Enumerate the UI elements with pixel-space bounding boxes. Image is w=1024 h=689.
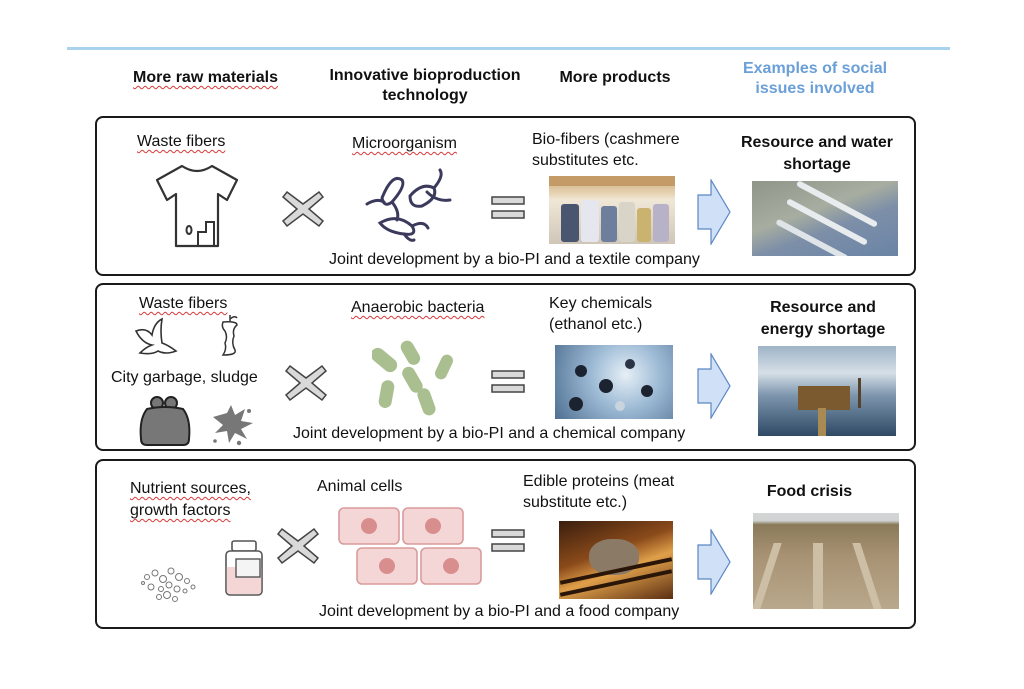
product-label-text: Key chemicals (ethanol etc.): [549, 295, 653, 333]
molecules-photo: [555, 345, 673, 419]
input-label: Waste fibers: [139, 293, 227, 314]
grilled-meat-photo: [559, 521, 673, 599]
tech-label: Anaerobic bacteria: [351, 297, 484, 318]
product-label: Bio-fibers (cashmere substitutes etc.: [532, 129, 702, 171]
tech-label-text: Animal cells: [317, 478, 403, 495]
multiply-icon: [281, 190, 325, 228]
multiply-icon: [284, 364, 328, 402]
input-label-text: Nutrient sources, growth factors: [130, 480, 251, 519]
arrow-right-icon: [697, 529, 731, 595]
input-label-secondary-text: City garbage, sludge: [111, 369, 258, 386]
t-shirt-icon: [155, 164, 239, 248]
input-label-text: Waste fibers: [137, 133, 226, 150]
product-label: Key chemicals (ethanol etc.): [549, 293, 689, 335]
storage-tanks-photo: [752, 181, 898, 256]
apple-core-icon: [221, 315, 238, 356]
oil-platform-photo: [758, 346, 896, 436]
issue-label-text: Resource and water shortage: [740, 134, 894, 173]
header-technology: Innovative bioproduction technology: [312, 66, 538, 106]
sludge-splat-icon: [213, 405, 253, 446]
header-products: More products: [545, 68, 685, 88]
joint-development-text: Joint development by a bio-PI and a text…: [329, 251, 700, 269]
arrow-right-icon: [697, 353, 731, 419]
input-label: Nutrient sources, growth factors: [130, 478, 280, 522]
joint-development-label: Joint development by a bio-PI and a chem…: [293, 425, 686, 442]
arrow-right-icon: [697, 179, 731, 245]
medium-bottle-icon: [225, 540, 263, 596]
row-chemical: Waste fibers City garbage, sludge Anaero…: [95, 283, 916, 451]
input-label: Waste fibers: [137, 131, 225, 152]
issue-label: Food crisis: [747, 481, 872, 503]
dry-field-photo: [753, 513, 899, 609]
tech-label-text: Anaerobic bacteria: [351, 299, 485, 316]
row-food: Nutrient sources, growth factors Animal …: [95, 459, 916, 629]
joint-development-text: Joint development by a bio-PI and a chem…: [293, 425, 685, 443]
header-technology-text: Innovative bioproduction technology: [329, 67, 521, 104]
microorganism-icon: [365, 168, 452, 242]
product-label-text: Bio-fibers (cashmere substitutes etc.: [532, 131, 680, 169]
product-label-text: Edible proteins (meat substitute etc.): [523, 473, 675, 511]
multiply-icon: [276, 527, 320, 565]
equals-icon: [491, 529, 525, 552]
bubbles-icon: [141, 567, 196, 602]
bacteria-icon: [372, 340, 453, 416]
issue-label-text: Resource and energy shortage: [760, 299, 886, 338]
header-raw-materials: More raw materials: [118, 68, 293, 88]
banana-peel-icon: [134, 317, 178, 355]
header-social-issues-text: Examples of social issues involved: [742, 60, 888, 97]
row-textile: Waste fibers Microorganism Bio-fibers (c…: [95, 116, 916, 276]
input-label-text: Waste fibers: [139, 295, 228, 312]
tech-label-text: Microorganism: [352, 135, 457, 152]
garbage-bag-icon: [139, 396, 191, 446]
header-social-issues: Examples of social issues involved: [725, 59, 905, 99]
header-raw-materials-text: More raw materials: [133, 69, 278, 86]
equals-icon: [491, 370, 525, 393]
animal-cells-icon: [338, 507, 482, 585]
joint-development-label: Joint development by a bio-PI and a food…: [319, 603, 680, 620]
header-products-text: More products: [559, 69, 671, 86]
tech-label: Microorganism: [352, 133, 457, 154]
product-label: Edible proteins (meat substitute etc.): [523, 471, 703, 513]
joint-development-text: Joint development by a bio-PI and a food…: [319, 603, 679, 621]
issue-label: Resource and energy shortage: [743, 297, 903, 341]
thread-spools-photo: [549, 176, 675, 244]
input-label-secondary: City garbage, sludge: [111, 367, 258, 388]
joint-development-label: Joint development by a bio-PI and a text…: [329, 251, 700, 268]
issue-label-text: Food crisis: [766, 483, 853, 500]
equals-icon: [491, 196, 525, 219]
issue-label: Resource and water shortage: [727, 132, 907, 176]
tech-label: Animal cells: [317, 476, 402, 497]
top-divider-line: [67, 47, 950, 50]
